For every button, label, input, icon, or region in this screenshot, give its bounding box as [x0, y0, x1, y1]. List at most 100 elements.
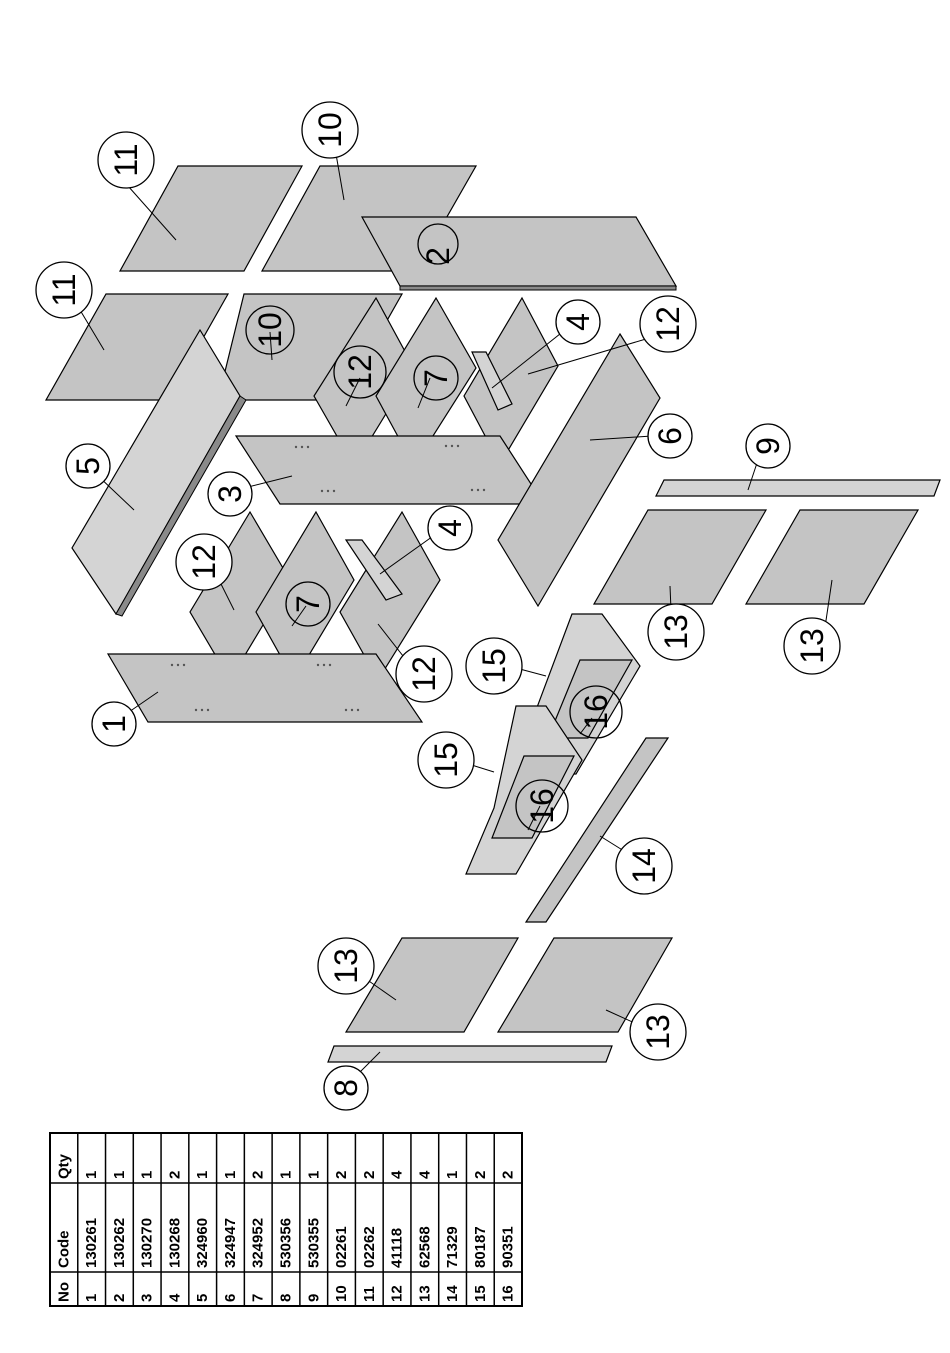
svg-text:4: 4: [432, 519, 468, 537]
svg-text:13: 13: [794, 628, 830, 664]
table-cell: 530356: [278, 1218, 295, 1268]
svg-text:7: 7: [418, 369, 454, 387]
svg-text:13: 13: [658, 614, 694, 650]
svg-text:2: 2: [420, 247, 456, 265]
callout-15-upper: 15: [466, 638, 522, 694]
svg-text:14: 14: [626, 848, 662, 884]
callout-13-left-a: 13: [318, 938, 374, 994]
callout-3: 3: [208, 472, 252, 516]
callout-14: 14: [616, 838, 672, 894]
table-cell: 1: [83, 1294, 100, 1302]
part-9-strip: [656, 480, 940, 496]
callout-4-upper: 4: [556, 300, 600, 344]
table-cell: 10: [333, 1285, 350, 1302]
svg-text:10: 10: [252, 312, 288, 348]
table-cell: 4: [166, 1293, 183, 1302]
callout-13-right-a: 13: [648, 604, 704, 660]
table-cell: 130262: [111, 1218, 128, 1268]
callout-15-lower: 15: [418, 732, 474, 788]
svg-text:7: 7: [290, 595, 326, 613]
table-cell: 1: [222, 1171, 239, 1179]
svg-text:15: 15: [428, 742, 464, 778]
svg-text:13: 13: [640, 1014, 676, 1050]
table-cell: 1: [83, 1171, 100, 1179]
callout-13-left-b: 13: [630, 1004, 686, 1060]
svg-text:15: 15: [476, 648, 512, 684]
table-cell: 4: [389, 1170, 406, 1179]
callout-12-right: 12: [640, 296, 696, 352]
callout-6: 6: [648, 414, 692, 458]
table-cell: 1: [111, 1171, 128, 1179]
table-cell: 1: [194, 1171, 211, 1179]
table-cell: 14: [444, 1285, 461, 1302]
callout-1: 1: [92, 702, 136, 746]
svg-text:12: 12: [406, 656, 442, 692]
table-cell: 12: [389, 1285, 406, 1302]
table-cell: 16: [500, 1285, 517, 1302]
table-cell: 2: [472, 1171, 489, 1179]
table-cell: 13: [416, 1285, 433, 1302]
parts-table: NoCodeQty1130261121302621313027014130268…: [50, 1133, 522, 1306]
table-cell: 7: [250, 1294, 267, 1302]
table-cell: 11: [361, 1286, 378, 1302]
table-cell: 130270: [139, 1218, 156, 1268]
callout-13-right-b: 13: [784, 618, 840, 674]
table-cell: 2: [166, 1171, 183, 1179]
table-cell: 90351: [500, 1226, 517, 1268]
table-cell: 324960: [194, 1218, 211, 1268]
table-cell: 71329: [444, 1226, 461, 1268]
table-header-cell: Qty: [55, 1153, 72, 1179]
table-cell: 2: [111, 1294, 128, 1302]
table-cell: 130261: [83, 1218, 100, 1268]
callout-10-top: 10: [302, 102, 358, 158]
table-cell: 530355: [305, 1218, 322, 1268]
svg-text:13: 13: [328, 948, 364, 984]
part-1-side-panel: [108, 654, 422, 722]
svg-text:12: 12: [186, 544, 222, 580]
table-cell: 2: [250, 1171, 267, 1179]
table-cell: 324952: [250, 1218, 267, 1268]
callout-4-lower: 4: [428, 506, 472, 550]
svg-text:5: 5: [70, 457, 106, 475]
table-cell: 15: [472, 1285, 489, 1302]
part-8-strip: [328, 1046, 612, 1062]
svg-text:11: 11: [46, 273, 82, 306]
table-cell: 41118: [389, 1228, 406, 1268]
table-cell: 2: [500, 1171, 517, 1179]
svg-text:11: 11: [108, 143, 144, 176]
table-cell: 6: [222, 1294, 239, 1302]
table-cell: 62568: [416, 1226, 433, 1268]
callout-8: 8: [324, 1066, 368, 1110]
callout-12-lower-left: 12: [176, 534, 232, 590]
table-cell: 1: [305, 1171, 322, 1179]
table-header-cell: Code: [55, 1231, 72, 1269]
table-cell: 324947: [222, 1218, 239, 1268]
table-cell: 1: [139, 1171, 156, 1179]
callout-9: 9: [746, 424, 790, 468]
part-13-panel-right-a: [594, 510, 766, 604]
callout-11-lower: 11: [36, 262, 92, 318]
table-cell: 2: [361, 1171, 378, 1179]
table-cell: 5: [194, 1294, 211, 1302]
part-13-panel-right-b: [746, 510, 918, 604]
table-cell: 1: [278, 1171, 295, 1179]
svg-text:12: 12: [650, 306, 686, 342]
svg-text:10: 10: [312, 112, 348, 148]
part-13-panel-left-a: [346, 938, 518, 1032]
table-cell: 2: [333, 1171, 350, 1179]
table-cell: 3: [139, 1294, 156, 1302]
callout-11-top: 11: [98, 132, 154, 188]
callout-12-lower-right: 12: [396, 646, 452, 702]
table-cell: 130268: [166, 1218, 183, 1268]
table-cell: 1: [444, 1171, 461, 1179]
part-2-panel: [362, 217, 676, 286]
svg-text:9: 9: [750, 437, 786, 455]
table-cell: 8: [278, 1294, 295, 1302]
svg-text:1: 1: [96, 715, 132, 733]
table-cell: 02261: [333, 1226, 350, 1268]
table-cell: 80187: [472, 1226, 489, 1268]
table-cell: 4: [416, 1170, 433, 1179]
svg-text:3: 3: [212, 485, 248, 503]
table-cell: 02262: [361, 1226, 378, 1268]
